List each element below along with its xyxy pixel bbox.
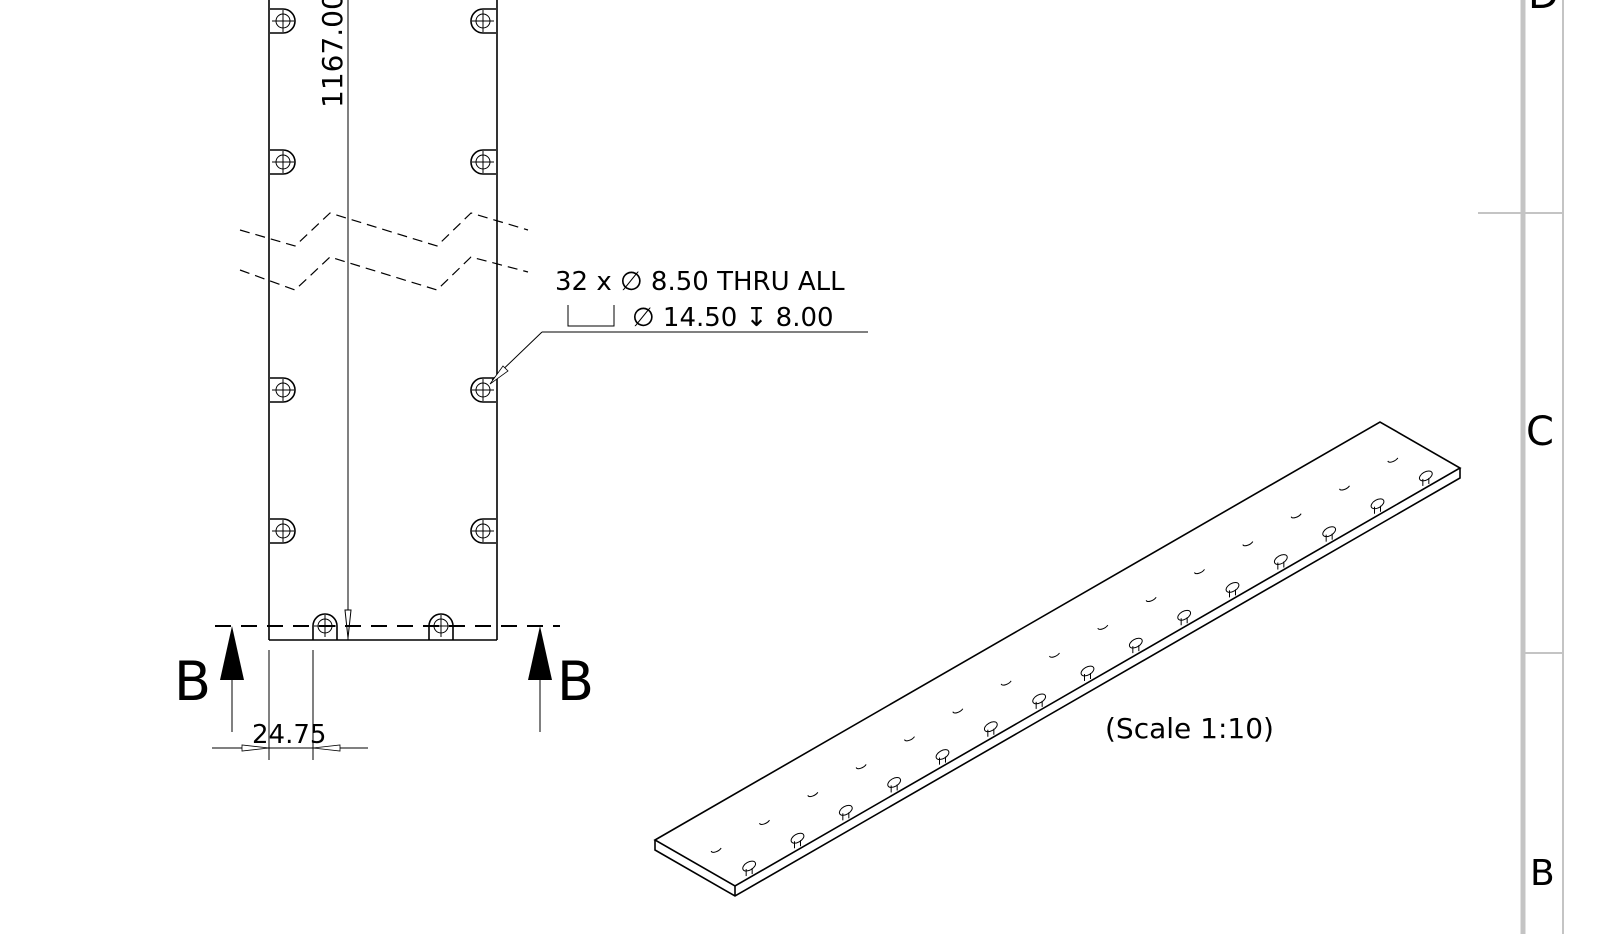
iso-hole-back [759, 819, 770, 825]
counterbore-hole [270, 149, 296, 175]
zone-label-c: C [1526, 409, 1554, 455]
iso-hole-back [855, 764, 867, 770]
iso-hole-front [1177, 609, 1192, 626]
iso-hole-back [1242, 541, 1254, 547]
iso-hole-front [1225, 581, 1240, 598]
iso-hole-back [1000, 680, 1012, 686]
plate-front-view [268, 0, 498, 641]
iso-view-scale-label: (Scale 1:10) [1105, 712, 1274, 745]
sheet-border: D C B [1478, 0, 1564, 934]
hole-callout-line1: 32 x ∅ 8.50 THRU ALL [555, 267, 845, 297]
section-label-left: B [174, 650, 211, 713]
counterbore-hole [270, 518, 296, 544]
counterbore-holes [270, 8, 496, 640]
iso-hole-back [1097, 624, 1109, 630]
counterbore-hole [470, 149, 496, 175]
iso-hole-front [935, 749, 950, 765]
iso-hole-front [1322, 526, 1337, 542]
iso-hole-front [1080, 665, 1095, 681]
iso-hole-front [983, 721, 998, 737]
break-lines [239, 212, 529, 291]
counterbore-hole [270, 377, 296, 403]
counterbore-hole [470, 518, 496, 544]
iso-hole-back [1049, 652, 1060, 658]
iso-hole-back [807, 792, 819, 798]
iso-hole-front [1128, 637, 1143, 654]
iso-hole-front [838, 804, 853, 821]
iso-hole-back [904, 736, 915, 742]
iso-hole-back [1290, 513, 1302, 519]
plate-isometric-view [653, 421, 1462, 897]
edge-offset-dimension [212, 650, 368, 760]
iso-hole-back [1387, 457, 1399, 463]
iso-hole-back [710, 847, 722, 853]
iso-hole-front [1370, 498, 1385, 514]
iso-hole-front [1273, 554, 1288, 570]
iso-hole-back [1339, 485, 1350, 491]
hole-callout [489, 305, 868, 385]
iso-hole-front [887, 777, 902, 793]
iso-hole-back [1145, 596, 1157, 602]
iso-hole-front [742, 860, 757, 877]
iso-hole-front [790, 832, 805, 849]
counterbore-hole [470, 8, 496, 34]
edge-offset-value: 24.75 [252, 720, 326, 750]
counterbore-hole [270, 8, 296, 34]
iso-hole-front [1418, 470, 1433, 486]
zone-label-d: D [1528, 0, 1559, 18]
section-line-b-b [215, 625, 560, 732]
iso-hole-back [1194, 569, 1205, 575]
section-label-right: B [557, 650, 594, 713]
zone-label-b: B [1530, 853, 1555, 894]
iso-hole-front [1032, 693, 1047, 709]
length-dimension: 1167.00 [316, 0, 349, 108]
hole-callout-line2: ∅ 14.50 ↧ 8.00 [632, 303, 834, 333]
iso-hole-back [952, 708, 964, 714]
